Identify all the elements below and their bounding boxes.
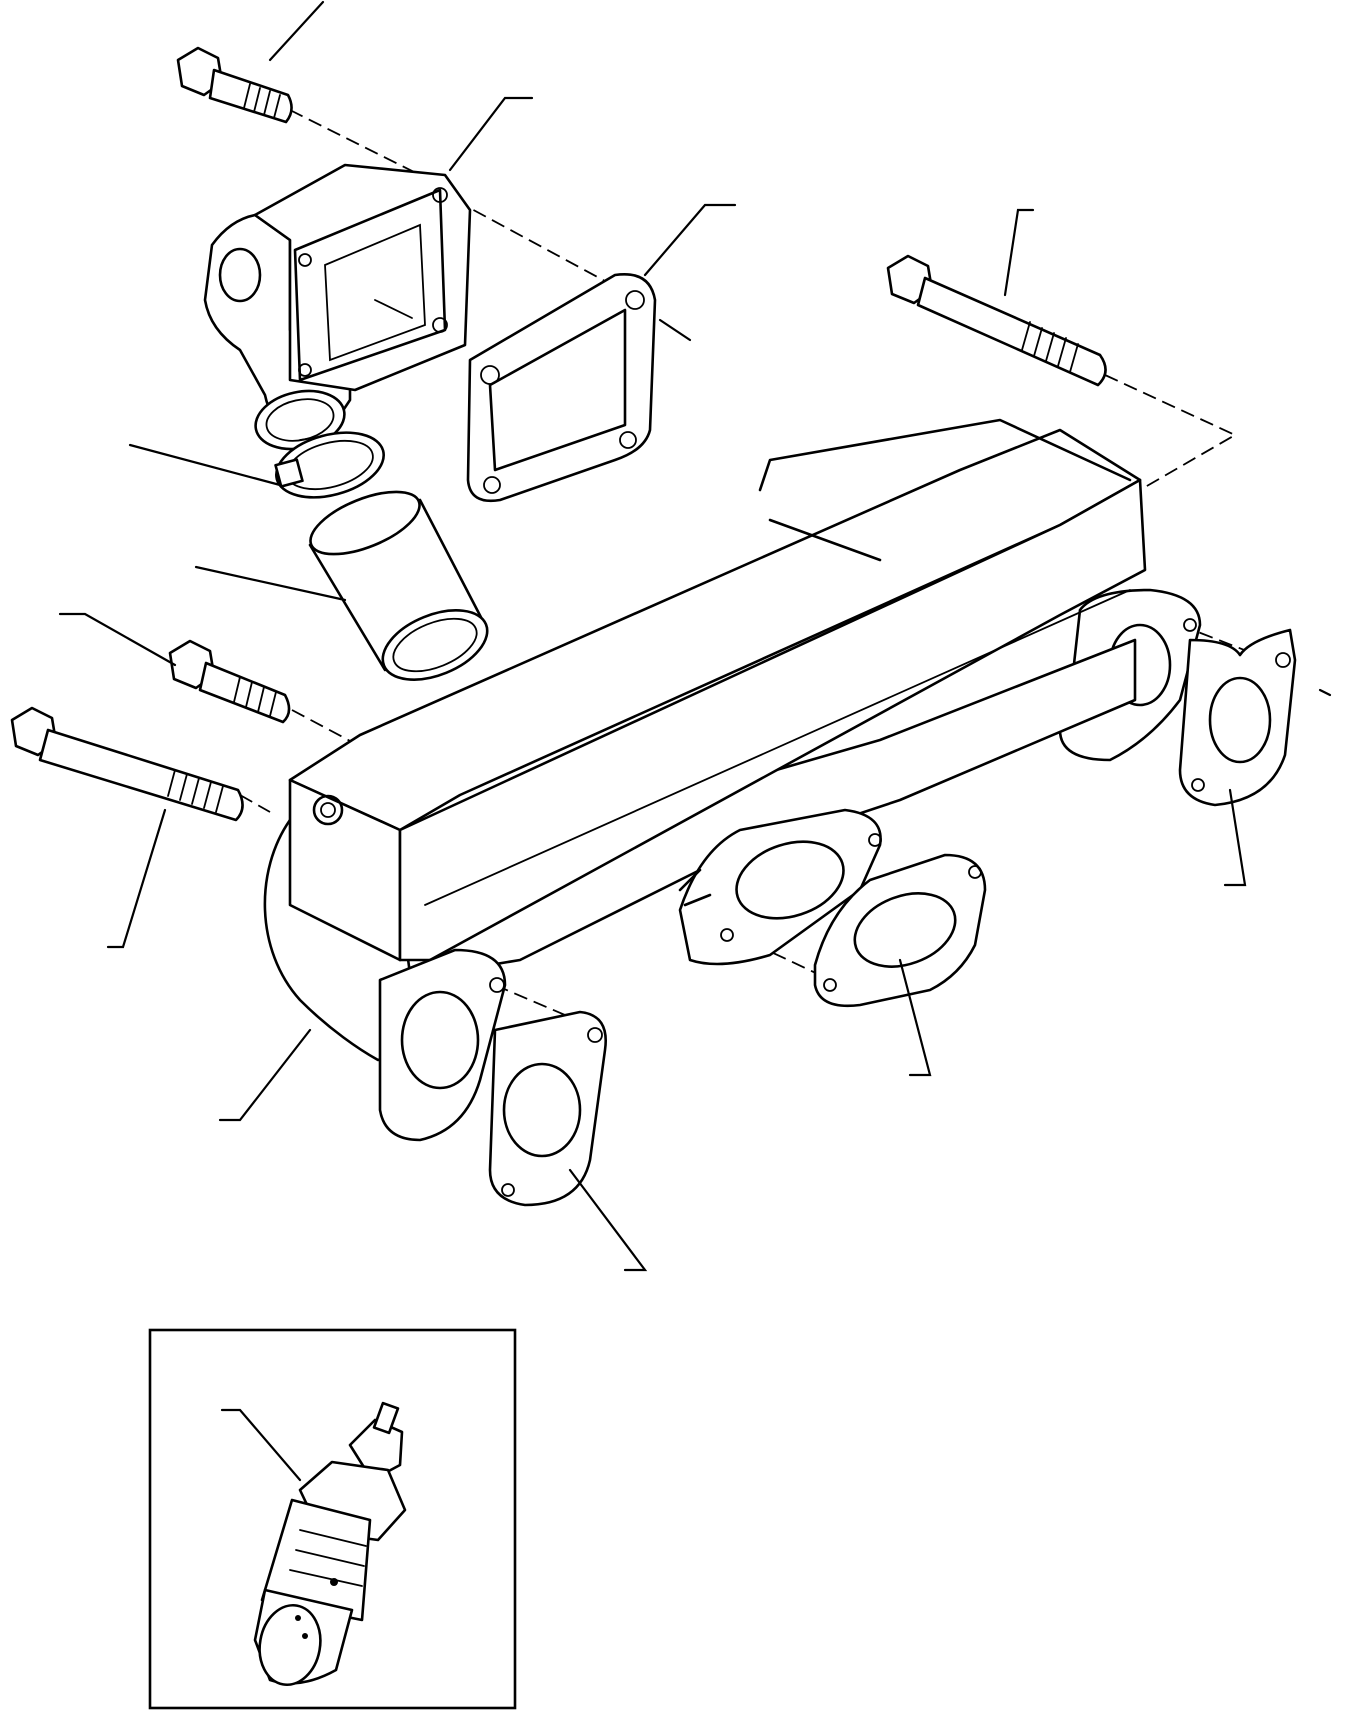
short-bolt [168,639,291,724]
manifold [263,418,1202,1142]
long-bolt-left [10,706,244,822]
thermostat-housing [203,163,472,451]
flange-gasket-middle [813,853,987,1008]
long-bolt-top [886,254,1107,387]
temperature-sender-inset [148,1328,517,1710]
connecting-hose [308,490,489,681]
flange-gasket-front [488,1010,608,1207]
hose-clamp [274,431,385,499]
temperature-sender [253,1401,407,1687]
housing-bolt [176,46,293,124]
callout-leaders [58,0,1332,1272]
flange-gasket-rear [1178,628,1297,807]
housing-gasket [466,272,657,503]
